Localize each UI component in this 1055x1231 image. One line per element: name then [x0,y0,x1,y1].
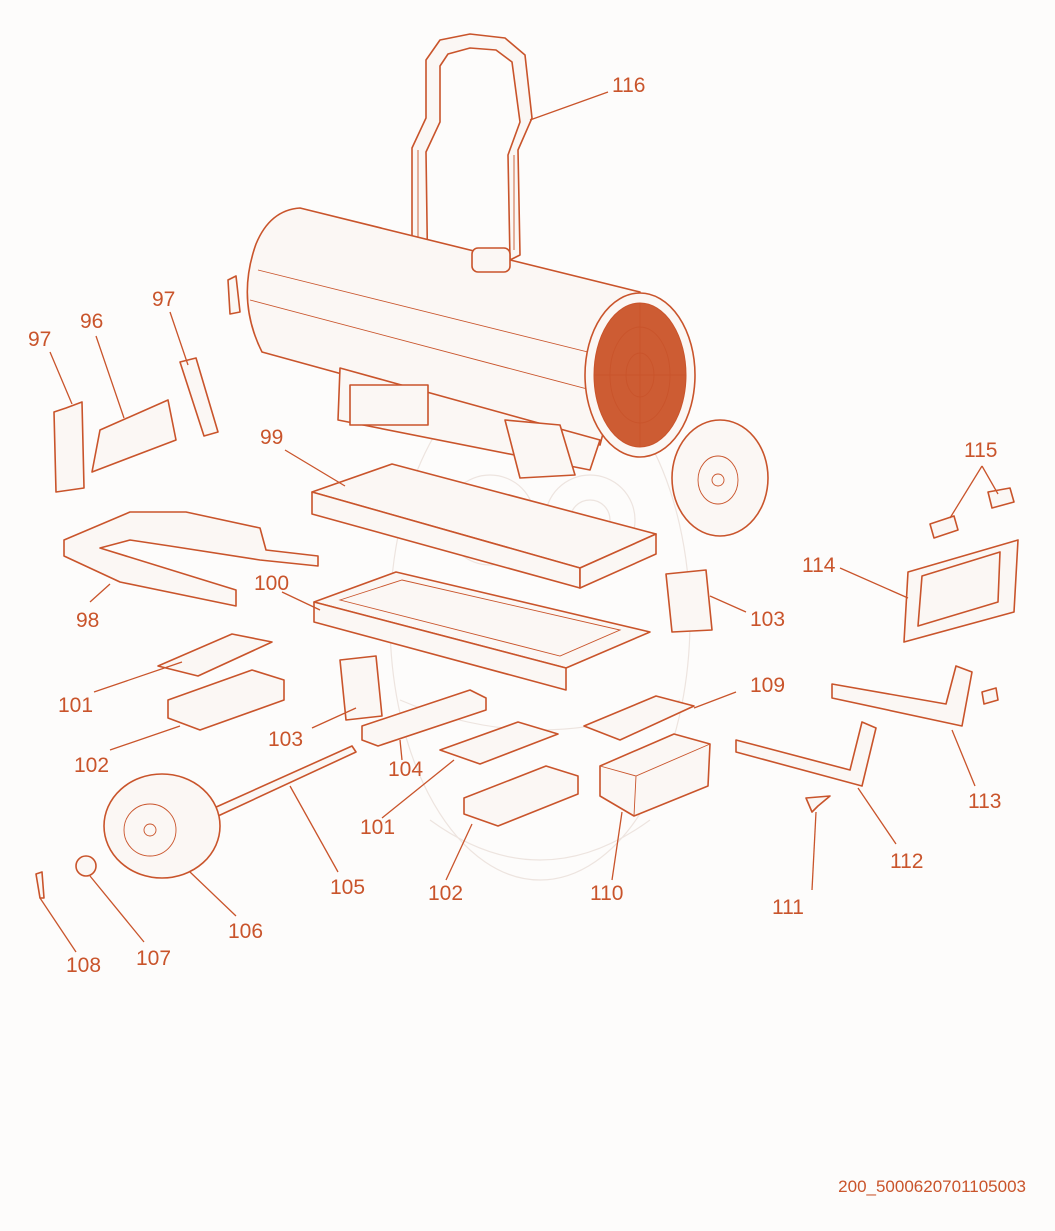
reference-code: 200_5000620701105003 [838,1177,1026,1196]
part-wheel-front [103,773,221,879]
callout-108: 108 [66,954,101,977]
part-rail-left [167,669,285,731]
part-knob-113 [981,687,999,705]
part-angle-bracket-113 [831,665,973,727]
part-angle-bracket-112 [735,721,877,787]
part-tray-top [311,463,657,589]
part-plate-right [583,695,695,741]
part-rear-frame [903,539,1019,643]
callout-112: 112 [890,850,923,873]
part-bracket-center [339,655,383,721]
callout-97-right: 97 [152,288,175,311]
part-frame [63,511,319,607]
callout-100: 100 [254,572,289,595]
callout-96: 96 [80,310,103,333]
callout-111: 111 [772,896,804,919]
part-base-tray [313,571,651,691]
callout-97-left: 97 [28,328,51,351]
part-wheel-rear [671,419,769,537]
callout-113: 113 [968,790,1001,813]
part-plate-center [439,721,559,765]
callout-116: 116 [612,74,645,97]
callout-105: 105 [330,876,365,899]
callout-101-left: 101 [58,694,93,717]
part-axle [213,745,357,817]
part-clip-a [929,515,959,539]
callout-114: 114 [802,554,836,577]
callout-107: 107 [136,947,171,970]
callout-103-center: 103 [268,728,303,751]
part-fan-guard [584,292,696,458]
callout-103-right: 103 [750,608,785,631]
part-end-cap-right [179,357,219,437]
callout-109: 109 [750,674,785,697]
part-box [599,733,711,817]
callout-104: 104 [388,758,423,781]
part-side-plate [91,399,177,473]
callout-102-left: 102 [74,754,109,777]
callout-106: 106 [228,920,263,943]
part-end-cap-left [53,401,85,493]
leader-lines [39,91,999,953]
callout-115: 115 [964,439,997,462]
callout-101-center: 101 [360,816,395,839]
part-bracket-right [665,569,713,633]
part-pin [35,871,45,899]
part-plate-left [157,633,273,677]
callout-99: 99 [260,426,283,449]
part-heater-body [227,207,641,479]
part-washer [75,855,97,877]
callout-110: 110 [590,882,623,905]
callouts: 116 97 96 97 99 115 114 98 100 103 101 1… [28,74,1001,977]
callout-102-center: 102 [428,882,463,905]
part-knob-111 [805,795,831,813]
part-clip-b [987,487,1015,509]
callout-98: 98 [76,609,99,632]
part-cross-bar [361,689,487,747]
part-rail-center [463,765,579,827]
